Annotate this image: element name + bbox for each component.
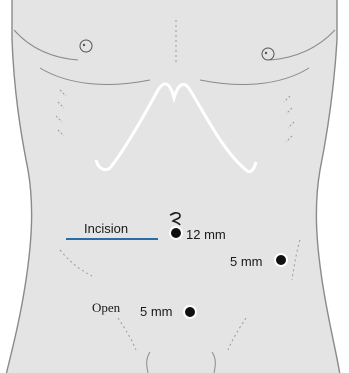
port-umbilical-label: 12 mm [186,228,226,241]
port-umbilical-12mm [169,226,183,240]
incision-label: Incision [84,222,128,235]
left-areola-dot [83,44,85,46]
port-lower-5mm [183,305,197,319]
right-areola-dot [265,52,267,54]
port-left-label: 5 mm [230,255,263,268]
port-left-5mm [274,253,288,267]
port-lower-label: 5 mm [140,305,173,318]
open-label: Open [92,301,120,314]
incision-line [66,238,158,240]
